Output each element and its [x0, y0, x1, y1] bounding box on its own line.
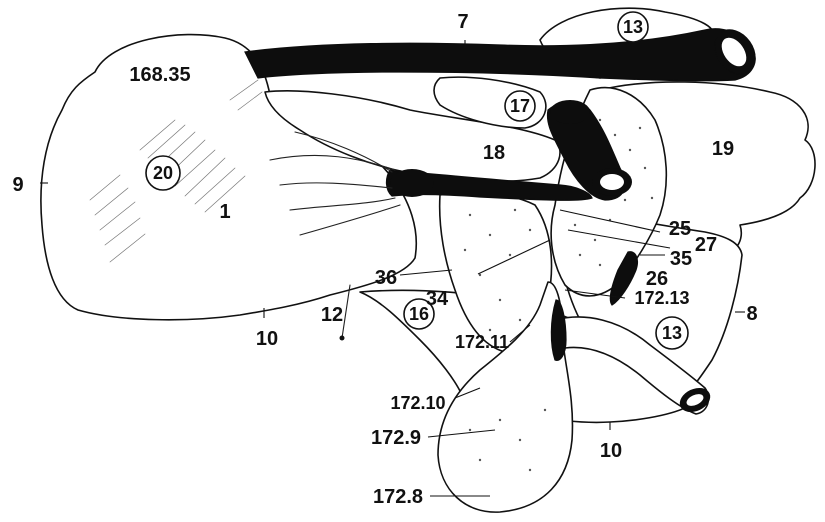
duct-dark-segment — [551, 300, 566, 360]
label-18: 18 — [483, 142, 505, 164]
label-25: 25 — [669, 218, 691, 240]
vessel-7 — [245, 29, 755, 81]
label-10-left: 10 — [256, 328, 278, 350]
label-9: 9 — [12, 174, 23, 196]
circled-label-13-top: 13 — [618, 12, 648, 42]
label-172-13: 172.13 — [634, 288, 689, 308]
vessel-top-opening — [550, 100, 590, 124]
svg-text:13: 13 — [662, 323, 682, 343]
circled-label-17: 17 — [505, 91, 535, 121]
label-172-8: 172.8 — [373, 486, 423, 508]
ligament-12 — [342, 285, 350, 338]
label-168-35: 168.35 — [129, 64, 190, 86]
circled-label-20: 20 — [146, 156, 180, 190]
svg-text:17: 17 — [510, 96, 530, 116]
label-36: 36 — [375, 267, 397, 289]
label-172-9: 172.9 — [371, 427, 421, 449]
organ-1-outline — [41, 35, 416, 320]
circled-label-13-right: 13 — [656, 317, 688, 349]
svg-text:13: 13 — [623, 17, 643, 37]
label-12: 12 — [321, 304, 343, 326]
label-26: 26 — [646, 268, 668, 290]
label-10-bottom: 10 — [600, 440, 622, 462]
label-172-10: 172.10 — [390, 393, 445, 413]
label-27: 27 — [695, 234, 717, 256]
label-7: 7 — [457, 11, 468, 33]
label-19: 19 — [712, 138, 734, 160]
svg-text:20: 20 — [153, 163, 173, 183]
label-35: 35 — [670, 248, 692, 270]
vessel-bottom-lumen — [600, 174, 624, 190]
label-172-11: 172.11 — [455, 332, 509, 352]
ligament-12-tip — [340, 336, 345, 341]
vessel-horizontal-opening — [390, 169, 434, 197]
label-34: 34 — [426, 288, 449, 310]
label-1: 1 — [219, 201, 230, 223]
label-8: 8 — [746, 303, 757, 325]
